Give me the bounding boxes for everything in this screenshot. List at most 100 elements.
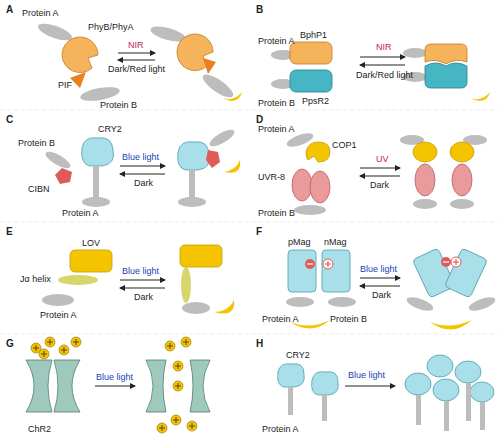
cop1-uvr8-illustration-part bbox=[450, 199, 474, 209]
cry2-cibn-illustration-part bbox=[224, 160, 240, 173]
panel-letter: F bbox=[256, 226, 262, 237]
cry2-cibn-illustration-part bbox=[207, 127, 236, 150]
cry2-oligomer-illustration-part bbox=[288, 387, 293, 415]
component-label: Protein B bbox=[18, 138, 55, 149]
cry2-oligomer-illustration-part bbox=[322, 395, 327, 421]
magnet-illustration-part bbox=[328, 297, 356, 307]
chr2-channel-illustration-part bbox=[26, 360, 52, 412]
component-label: PhyB/PhyA bbox=[88, 22, 134, 33]
magnet-illustration-part bbox=[327, 261, 328, 267]
magnet-illustration-part bbox=[444, 248, 487, 298]
component-label: CRY2 bbox=[98, 124, 122, 135]
component-label: Dark bbox=[370, 180, 389, 191]
component-label: Protein B bbox=[258, 208, 295, 219]
magnet-illustration-part bbox=[443, 261, 449, 262]
phy-pif-illustration-part bbox=[118, 53, 155, 54]
component-label: ChR2 bbox=[28, 424, 51, 435]
cop1-uvr8-illustration-part bbox=[413, 199, 437, 209]
magnet-illustration-part bbox=[441, 257, 451, 267]
component-label: Blue light bbox=[96, 372, 133, 383]
component-label: Jα helix bbox=[20, 274, 51, 285]
cry2-oligomer-illustration-part-part bbox=[405, 373, 431, 395]
phy-pif-illustration-part bbox=[203, 58, 216, 74]
phy-pif-illustration-part bbox=[222, 92, 242, 101]
plus-sign bbox=[33, 339, 195, 431]
component-label: UVR-8 bbox=[258, 172, 285, 183]
cry2-cibn-illustration-part bbox=[120, 166, 165, 167]
chr2-channel-illustration-part bbox=[54, 360, 80, 412]
cop1-uvr8-illustration-part bbox=[310, 171, 330, 203]
cop1-uvr8-illustration-part bbox=[452, 164, 472, 196]
component-label: NIR bbox=[128, 40, 144, 51]
magnet-illustration-part bbox=[360, 278, 400, 279]
panel-separator-part bbox=[0, 110, 499, 111]
cop1-uvr8-illustration-part bbox=[292, 169, 312, 201]
cry2-cibn-illustration-part bbox=[189, 170, 195, 198]
component-label: CIBN bbox=[28, 184, 50, 195]
cry2-oligomer-illustration-part bbox=[345, 386, 395, 387]
component-label: PpsR2 bbox=[302, 96, 329, 107]
component-label: Blue light bbox=[348, 370, 385, 381]
component-label: Dark bbox=[134, 292, 153, 303]
bphp1-ppsr2-illustration-part bbox=[425, 44, 467, 64]
lov-illustration-part bbox=[120, 280, 165, 281]
cry2-cibn-illustration-part bbox=[82, 197, 110, 207]
cry2-cibn-illustration-part bbox=[178, 197, 206, 207]
cop1-uvr8-illustration-part bbox=[360, 168, 400, 169]
panel-letter: C bbox=[6, 114, 13, 125]
magnet-illustration-part bbox=[305, 259, 315, 269]
cry2-cibn-illustration bbox=[43, 127, 240, 207]
cry2-oligomer-illustration-part-part bbox=[455, 361, 481, 383]
magnet-illustration-part bbox=[288, 250, 316, 292]
lov-illustration-part bbox=[58, 275, 98, 285]
component-label: UV bbox=[376, 154, 389, 165]
lov-illustration bbox=[42, 245, 234, 314]
magnet-illustration-part bbox=[322, 250, 350, 292]
panel-letter: H bbox=[256, 338, 263, 349]
component-label: BphP1 bbox=[300, 30, 327, 41]
component-label: Protein A bbox=[262, 424, 299, 435]
component-label: Protein B bbox=[100, 100, 137, 111]
magnet-illustration-part bbox=[405, 295, 435, 314]
component-label: Dark bbox=[134, 178, 153, 189]
cry2-oligomer-illustration-part-part bbox=[416, 395, 421, 425]
cry2-cibn-illustration-part bbox=[120, 174, 165, 175]
cry2-oligomer-illustration-part bbox=[278, 364, 305, 387]
magnet-illustration-part bbox=[307, 263, 313, 264]
lov-illustration-part bbox=[70, 250, 112, 272]
component-label: Protein B bbox=[258, 98, 295, 109]
magnet-illustration-part bbox=[467, 295, 497, 314]
component-label: Blue light bbox=[122, 152, 159, 163]
panel-separator bbox=[0, 110, 499, 334]
component-label: NIR bbox=[376, 42, 392, 53]
chr2-channel-illustration-part bbox=[95, 386, 135, 387]
component-label: PIF bbox=[58, 80, 72, 91]
component-label: Dark bbox=[372, 290, 391, 301]
cry2-oligomer-illustration-part-part bbox=[427, 355, 453, 377]
magnet-illustration-part bbox=[430, 320, 472, 330]
component-label: Dark/Red light bbox=[108, 64, 165, 75]
cop1-uvr8-illustration-part bbox=[450, 142, 474, 162]
panel-separator-part bbox=[0, 222, 499, 223]
component-label: CRY2 bbox=[286, 350, 310, 361]
chr2-channel-illustration-part bbox=[190, 360, 210, 412]
bphp1-ppsr2-illustration bbox=[271, 42, 490, 101]
bphp1-ppsr2-illustration-part bbox=[290, 70, 332, 92]
lov-illustration-part bbox=[182, 302, 210, 314]
magnet-illustration-part bbox=[323, 259, 333, 269]
cop1-uvr8-illustration-part bbox=[415, 164, 435, 196]
component-label: Protein A bbox=[62, 208, 99, 219]
plus-sign-part bbox=[33, 339, 79, 357]
panel-letter: D bbox=[256, 114, 263, 125]
cop1-uvr8-illustration-part bbox=[413, 142, 437, 162]
lov-illustration-part bbox=[214, 300, 234, 314]
cry2-oligomer-illustration-part-part bbox=[466, 383, 471, 421]
panel-letter: E bbox=[6, 226, 13, 237]
panel-letter: A bbox=[6, 4, 13, 15]
component-label: Protein B bbox=[330, 314, 367, 325]
panel-letter: B bbox=[256, 4, 263, 15]
cry2-oligomer-illustration-part-part bbox=[444, 401, 449, 431]
lov-illustration-part bbox=[120, 288, 165, 289]
cry2-oligomer-illustration bbox=[278, 355, 494, 431]
bphp1-ppsr2-illustration-part bbox=[290, 42, 332, 64]
